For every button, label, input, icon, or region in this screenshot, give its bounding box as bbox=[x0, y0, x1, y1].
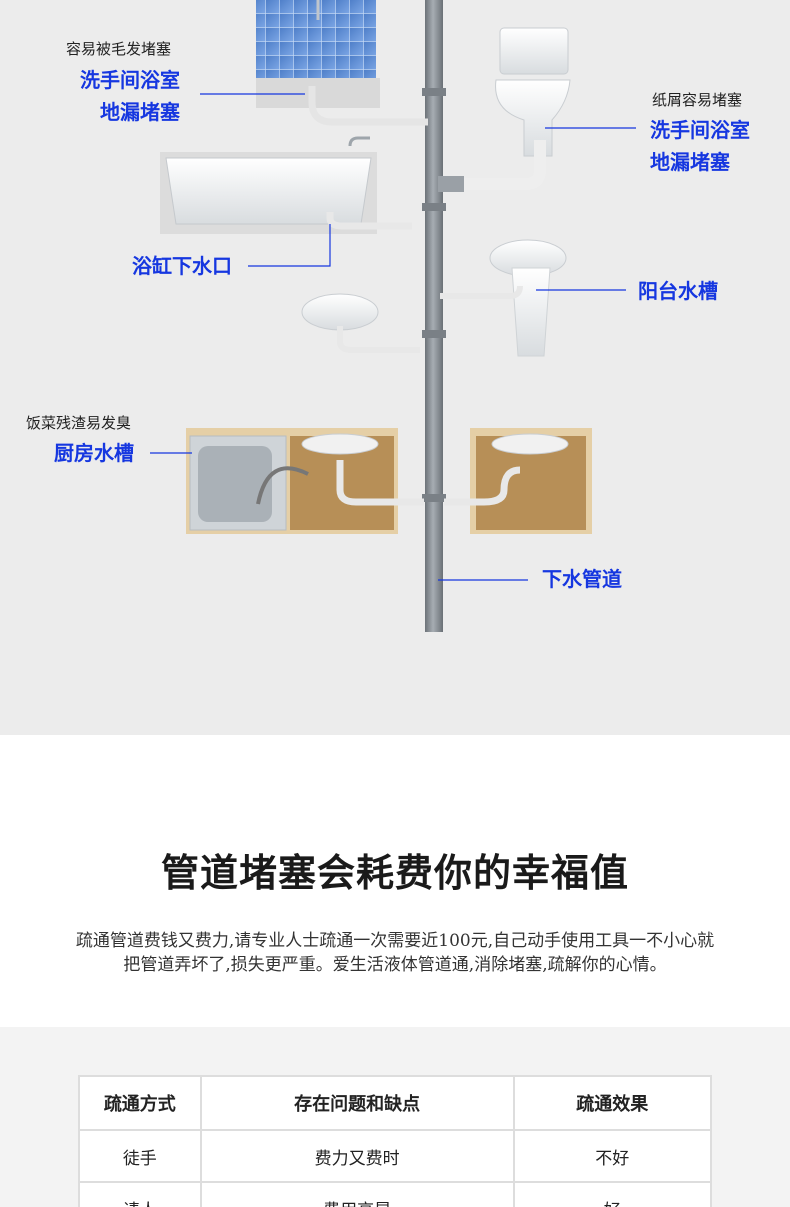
cell-method: 请人 bbox=[78, 1181, 202, 1207]
callout-lines bbox=[150, 93, 636, 581]
kitchen-cabinet-right bbox=[444, 428, 592, 534]
cell-problems: 费用高昂 bbox=[199, 1181, 515, 1207]
section-description: 疏通管道费钱又费力,请专业人士疏通一次需要近100元,自己动手使用工具一不小心就… bbox=[75, 931, 715, 975]
table-row: 徒手 费力又费时 不好 bbox=[78, 1129, 713, 1183]
shower-wall bbox=[256, 0, 428, 126]
bathtub-label: 浴缸下水口 bbox=[132, 254, 232, 278]
table-header-row: 疏通方式 存在问题和缺点 疏通效果 bbox=[78, 1075, 713, 1131]
cell-problems: 费力又费时 bbox=[199, 1129, 515, 1183]
cell-effect: 不好 bbox=[512, 1129, 713, 1183]
kitchen-cabinet-left bbox=[186, 428, 424, 534]
cell-effect: 好 bbox=[512, 1181, 713, 1207]
main-drain-pipe bbox=[422, 0, 446, 632]
balcony-label: 阳台水槽 bbox=[638, 279, 718, 303]
plumbing-illustration bbox=[150, 0, 636, 632]
kitchen-note: 饭菜残渣易发臭 bbox=[26, 414, 132, 432]
toilet-label-line1: 洗手间浴室 bbox=[650, 118, 750, 142]
cell-method: 徒手 bbox=[78, 1129, 202, 1183]
small-wall-sink bbox=[301, 293, 420, 353]
drainpipe-label: 下水管道 bbox=[542, 567, 622, 591]
toilet-note: 纸屑容易堵塞 bbox=[652, 91, 743, 109]
comparison-section: 疏通方式 存在问题和缺点 疏通效果 徒手 费力又费时 不好 请人 费用高昂 好 bbox=[0, 1027, 790, 1207]
washroom-left-label-line1: 洗手间浴室 bbox=[80, 68, 180, 92]
bathtub bbox=[160, 136, 412, 234]
washroom-left-note: 容易被毛发堵塞 bbox=[66, 40, 172, 58]
toilet bbox=[438, 27, 571, 192]
section-title: 管道堵塞会耗费你的幸福值 bbox=[160, 850, 629, 895]
toilet-label-line2: 地漏堵塞 bbox=[650, 150, 730, 174]
header-method: 疏通方式 bbox=[78, 1075, 202, 1131]
washroom-left-label-line2: 地漏堵塞 bbox=[100, 100, 180, 124]
balcony-sink bbox=[440, 239, 567, 357]
table-row: 请人 费用高昂 好 bbox=[78, 1181, 713, 1207]
header-problems: 存在问题和缺点 bbox=[199, 1075, 515, 1131]
header-effect: 疏通效果 bbox=[512, 1075, 713, 1131]
comparison-table: 疏通方式 存在问题和缺点 疏通效果 徒手 费力又费时 不好 请人 费用高昂 好 bbox=[78, 1075, 713, 1207]
drain-diagram: 容易被毛发堵塞 洗手间浴室 地漏堵塞 纸屑容易堵塞 洗手间浴室 地漏堵塞 浴缸下… bbox=[0, 0, 790, 735]
kitchen-label: 厨房水槽 bbox=[54, 441, 134, 465]
